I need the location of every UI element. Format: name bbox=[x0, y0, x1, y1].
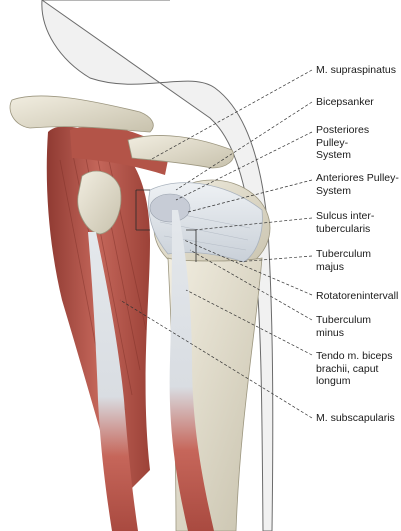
label-posteriores-pulley-system: Posteriores Pulley- System bbox=[316, 124, 370, 161]
label-bicepsanker: Bicepsanker bbox=[316, 96, 374, 108]
short-biceps-tendon bbox=[88, 232, 138, 531]
coracoid-bone bbox=[77, 170, 122, 235]
label-tuberculum-majus: Tuberculum majus bbox=[316, 248, 372, 273]
label-m-supraspinatus: M. supraspinatus bbox=[316, 64, 396, 76]
acromion-bone bbox=[127, 135, 234, 169]
label-m-subscapularis: M. subscapularis bbox=[316, 412, 395, 424]
biceps-long-head bbox=[169, 210, 214, 531]
leader-lines bbox=[119, 69, 313, 419]
clavicle-bone bbox=[9, 95, 154, 133]
label-sulcus-intertubercularis: Sulcus inter- tubercularis bbox=[316, 210, 375, 235]
label-rotatorenintervall: Rotatorenintervall bbox=[316, 290, 399, 302]
label-anteriores-pulley-system: Anteriores Pulley- System bbox=[316, 172, 399, 197]
label-tuberculum-minus: Tuberculum minus bbox=[316, 314, 372, 339]
label-tendo-m-biceps: Tendo m. biceps brachii, caput longum bbox=[316, 350, 393, 387]
bracket-lines bbox=[135, 189, 197, 262]
glenoid-cartilage bbox=[149, 193, 191, 223]
